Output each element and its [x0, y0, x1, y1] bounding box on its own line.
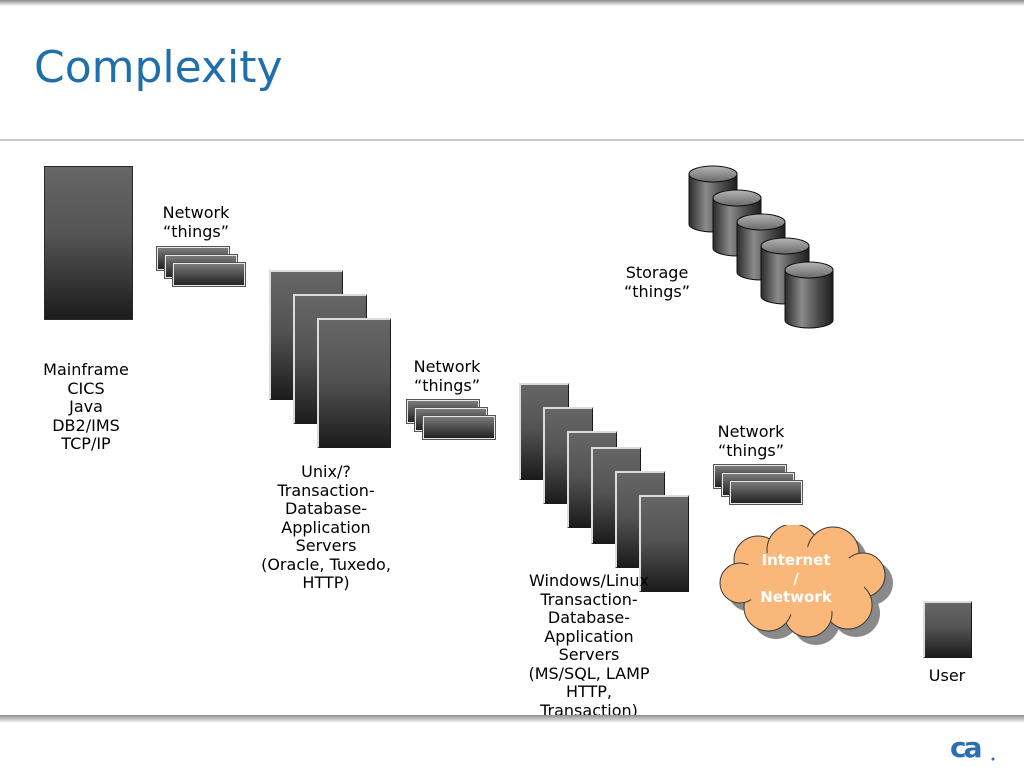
network-label-2: Network “things”	[413, 357, 481, 395]
network-device	[422, 415, 496, 440]
storage-cylinder	[784, 261, 834, 329]
windows-servers-label: Windows/Linux Transaction- Database- App…	[528, 571, 650, 720]
network-label-1: Network “things”	[162, 203, 230, 241]
internet-label: Internet / Network	[760, 551, 832, 606]
user-terminal	[923, 601, 972, 658]
title-divider	[0, 139, 1024, 141]
mainframe-server	[44, 166, 133, 320]
network-device	[729, 480, 803, 505]
network-label-3: Network “things”	[717, 422, 785, 460]
svg-text:ca: ca	[950, 733, 981, 763]
network-device	[172, 262, 246, 287]
unix-servers-label: Unix/? Transaction- Database- Applicatio…	[261, 462, 391, 592]
mainframe-label: Mainframe CICS Java DB2/IMS TCP/IP	[43, 360, 129, 453]
internet-cloud	[719, 525, 893, 645]
slide-title: Complexity	[34, 42, 283, 93]
ca-logo: ca	[950, 733, 995, 763]
top-bar	[0, 0, 1024, 6]
bottom-bar	[0, 715, 1024, 723]
user-label: User	[928, 666, 966, 685]
windows-server	[639, 495, 689, 592]
storage-label: Storage “things”	[623, 263, 691, 301]
unix-server	[317, 318, 391, 448]
storage-cylinders	[688, 165, 834, 329]
